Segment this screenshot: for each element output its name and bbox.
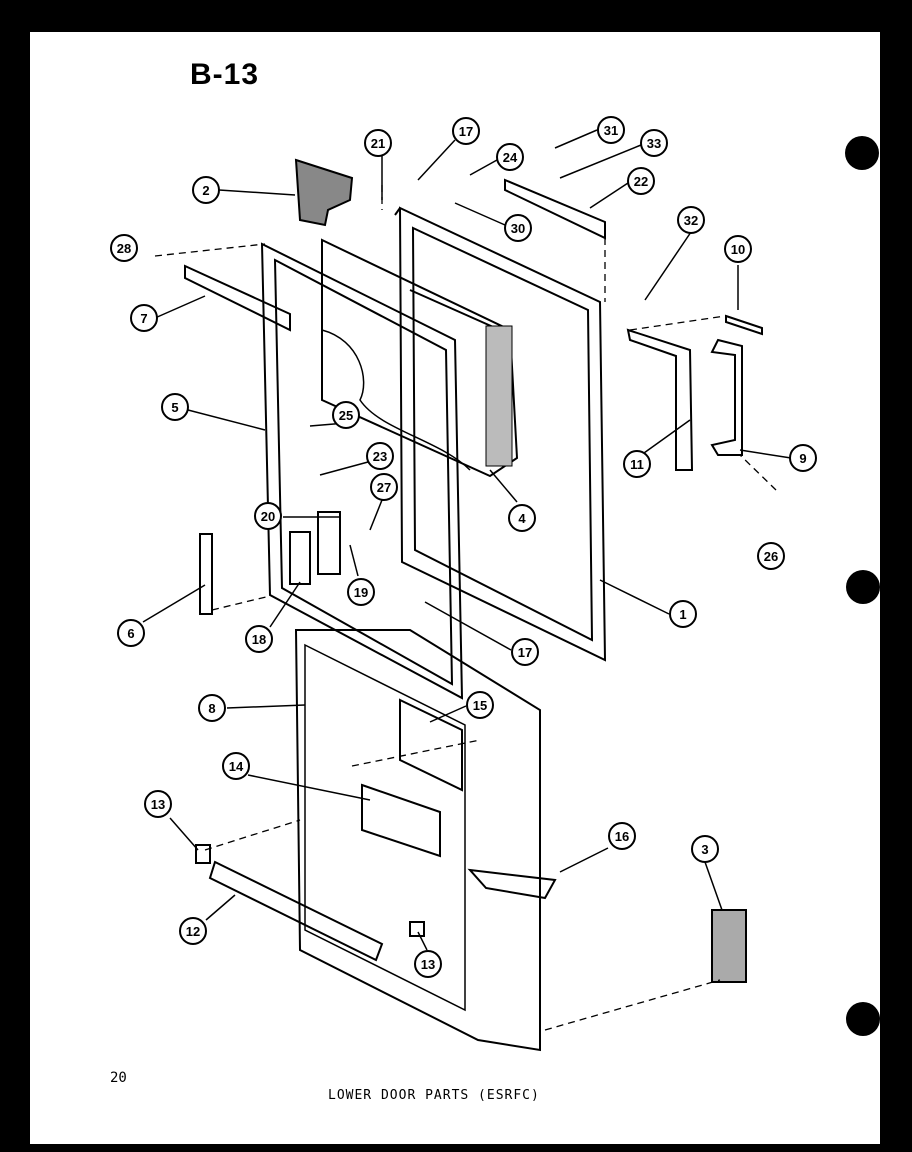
svg-text:26: 26 bbox=[764, 549, 778, 564]
part-11-hinge bbox=[626, 328, 694, 471]
callout-27: 27 bbox=[370, 473, 398, 501]
part-7-strip bbox=[184, 264, 291, 332]
callout-24: 24 bbox=[496, 143, 524, 171]
callout-20: 20 bbox=[254, 502, 282, 530]
callout-6: 6 bbox=[117, 619, 145, 647]
callout-10: 10 bbox=[724, 235, 752, 263]
callout-3: 3 bbox=[691, 835, 719, 863]
part-gasket bbox=[260, 242, 464, 700]
callout-25: 25 bbox=[332, 401, 360, 429]
callout-17b: 17 bbox=[511, 638, 539, 666]
svg-text:13: 13 bbox=[421, 957, 435, 972]
callout-1: 1 bbox=[669, 600, 697, 628]
part-12-rail bbox=[208, 860, 384, 962]
part-liner bbox=[321, 238, 519, 478]
callout-18: 18 bbox=[245, 625, 273, 653]
svg-text:23: 23 bbox=[373, 449, 387, 464]
svg-text:9: 9 bbox=[799, 451, 806, 466]
svg-text:5: 5 bbox=[171, 400, 178, 415]
svg-text:27: 27 bbox=[377, 480, 391, 495]
callout-31: 31 bbox=[597, 116, 625, 144]
callout-2: 2 bbox=[192, 176, 220, 204]
binder-hole-icon bbox=[846, 570, 880, 604]
svg-text:21: 21 bbox=[371, 136, 385, 151]
part-14-plate bbox=[361, 783, 441, 858]
callout-8: 8 bbox=[198, 694, 226, 722]
callout-16: 16 bbox=[608, 822, 636, 850]
svg-text:11: 11 bbox=[630, 457, 644, 472]
page-number: 20 bbox=[110, 1070, 127, 1086]
part-19-bracket bbox=[317, 511, 341, 575]
binder-hole-icon bbox=[845, 136, 879, 170]
part-18-plate bbox=[289, 531, 311, 585]
svg-text:30: 30 bbox=[511, 221, 525, 236]
svg-text:12: 12 bbox=[186, 924, 200, 939]
svg-text:25: 25 bbox=[339, 408, 353, 423]
diagram-title: B-13 bbox=[190, 58, 260, 91]
callout-17a: 17 bbox=[452, 117, 480, 145]
callout-15: 15 bbox=[466, 691, 494, 719]
callout-12: 12 bbox=[179, 917, 207, 945]
callout-19: 19 bbox=[347, 578, 375, 606]
svg-text:2: 2 bbox=[202, 183, 209, 198]
svg-text:15: 15 bbox=[473, 698, 487, 713]
part-9-plate bbox=[710, 338, 743, 456]
callout-32: 32 bbox=[677, 206, 705, 234]
svg-text:24: 24 bbox=[503, 150, 518, 165]
svg-text:1: 1 bbox=[679, 607, 686, 622]
svg-text:4: 4 bbox=[518, 511, 526, 526]
callout-30: 30 bbox=[504, 214, 532, 242]
callout-5: 5 bbox=[161, 393, 189, 421]
part-8-door-panel bbox=[294, 629, 541, 1052]
svg-text:20: 20 bbox=[261, 509, 275, 524]
parts-drawing bbox=[184, 158, 763, 1052]
callout-9: 9 bbox=[789, 444, 817, 472]
svg-text:19: 19 bbox=[354, 585, 368, 600]
callout-23: 23 bbox=[366, 442, 394, 470]
callout-4: 4 bbox=[508, 504, 536, 532]
part-2-bracket bbox=[294, 158, 354, 227]
svg-text:16: 16 bbox=[615, 829, 629, 844]
svg-text:22: 22 bbox=[634, 174, 648, 189]
svg-text:8: 8 bbox=[208, 701, 215, 716]
callout-26: 26 bbox=[757, 542, 785, 570]
callout-7: 7 bbox=[130, 304, 158, 332]
svg-text:14: 14 bbox=[229, 759, 244, 774]
callout-11: 11 bbox=[623, 450, 651, 478]
callout-21: 21 bbox=[364, 129, 392, 157]
alignment-lines bbox=[154, 185, 777, 1031]
callout-13a: 13 bbox=[144, 790, 172, 818]
callout-33: 33 bbox=[640, 129, 668, 157]
svg-text:33: 33 bbox=[647, 136, 661, 151]
callout-28: 28 bbox=[110, 234, 138, 262]
svg-text:28: 28 bbox=[117, 241, 131, 256]
leader-lines bbox=[142, 129, 792, 951]
part-16-tray bbox=[467, 868, 557, 900]
part-6-trim bbox=[199, 533, 213, 615]
svg-text:31: 31 bbox=[604, 123, 618, 138]
callout-14: 14 bbox=[222, 752, 250, 780]
svg-text:32: 32 bbox=[684, 213, 698, 228]
diagram-caption: LOWER DOOR PARTS (ESRFC) bbox=[328, 1088, 540, 1103]
svg-text:13: 13 bbox=[151, 797, 165, 812]
svg-text:3: 3 bbox=[701, 842, 708, 857]
svg-text:18: 18 bbox=[252, 632, 266, 647]
binder-hole-icon bbox=[846, 1002, 880, 1036]
part-3-strip bbox=[711, 909, 747, 983]
svg-text:10: 10 bbox=[731, 242, 745, 257]
part-door-frame bbox=[398, 206, 607, 662]
svg-text:17: 17 bbox=[518, 645, 532, 660]
svg-text:17: 17 bbox=[459, 124, 473, 139]
part-10-shim bbox=[725, 314, 763, 336]
callout-13b: 13 bbox=[414, 950, 442, 978]
callout-22: 22 bbox=[627, 167, 655, 195]
svg-text:7: 7 bbox=[140, 311, 147, 326]
svg-text:6: 6 bbox=[127, 626, 134, 641]
